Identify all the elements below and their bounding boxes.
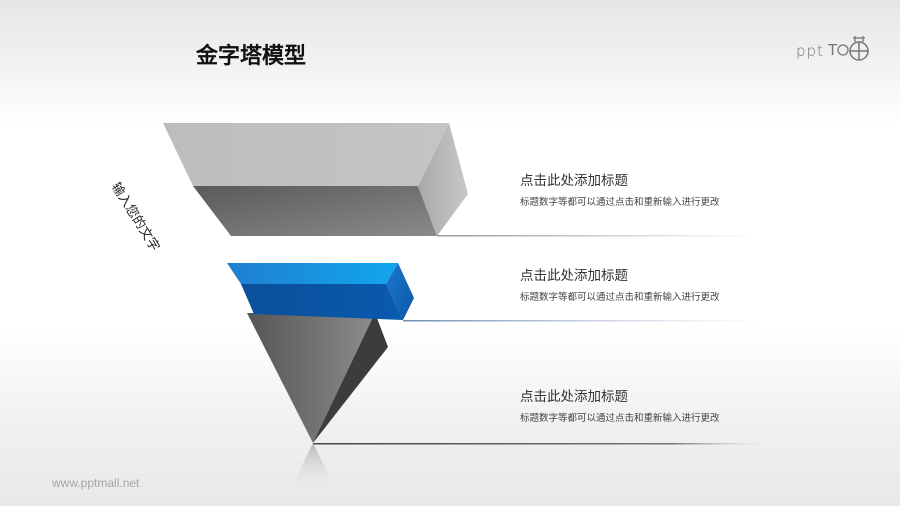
connector-line-3 [313, 443, 763, 445]
svg-text:T: T [827, 41, 838, 59]
level-3-description[interactable]: 标题数字等都可以通过点击和重新输入进行更改 [520, 413, 720, 424]
brand-logo: ppt T [796, 36, 876, 66]
logo-text: ppt [796, 42, 824, 60]
level-1-text: 点击此处添加标题 标题数字等都可以通过点击和重新输入进行更改 [520, 173, 720, 209]
pyramid-level-1-block[interactable] [163, 123, 468, 236]
page-title: 金字塔模型 [196, 44, 307, 69]
level-2-text: 点击此处添加标题 标题数字等都可以通过点击和重新输入进行更改 [520, 268, 720, 304]
pyramid-level-3-block[interactable] [247, 313, 388, 490]
connector-line-2 [403, 320, 763, 322]
pyramid-level-2-block[interactable] [227, 263, 414, 320]
connector-line-1 [437, 235, 757, 237]
level-2-description[interactable]: 标题数字等都可以通过点击和重新输入进行更改 [520, 292, 720, 303]
level-1-title[interactable]: 点击此处添加标题 [520, 173, 628, 189]
footer-url: www.pptmall.net [52, 476, 140, 490]
ppt-logo-icon: T [827, 36, 869, 61]
level-3-title[interactable]: 点击此处添加标题 [520, 389, 628, 405]
level-3-text: 点击此处添加标题 标题数字等都可以通过点击和重新输入进行更改 [520, 389, 720, 425]
level-2-title[interactable]: 点击此处添加标题 [520, 268, 628, 284]
level-1-description[interactable]: 标题数字等都可以通过点击和重新输入进行更改 [520, 197, 720, 208]
